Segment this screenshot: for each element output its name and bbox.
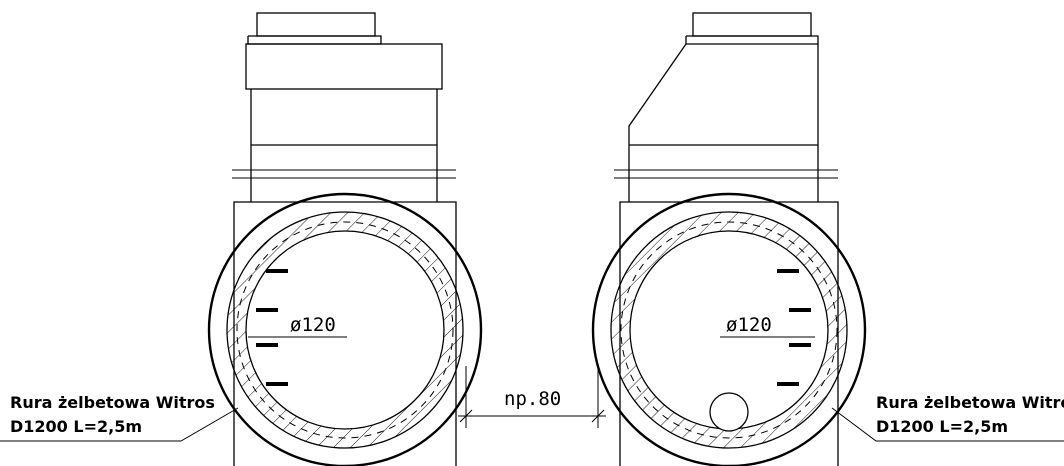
right-leader-line [831, 407, 1064, 442]
right-diameter-label: ø120 [726, 314, 772, 336]
dim-tick-left [459, 409, 473, 423]
left-well: ø120 Rura żelbetowa Witros D1200 L=2,5m [0, 12, 483, 466]
right-cap-rim [685, 35, 819, 45]
left-ladder-rungs [256, 269, 288, 386]
right-pipe-outer [610, 211, 848, 449]
right-pipe-label-line2: D1200 L=2,5m [876, 417, 1008, 436]
left-cap-rim [247, 35, 382, 45]
left-head [245, 43, 443, 90]
right-outer-ring [591, 192, 867, 466]
left-cap-top [256, 12, 376, 37]
right-pipe-label-line1: Rura żelbetowa Witros [876, 393, 1064, 412]
right-cap-top [692, 12, 812, 37]
left-pipe-wall-hatch [227, 212, 464, 448]
spacing-label: np.80 [504, 388, 561, 410]
left-pipe-outer [226, 211, 464, 449]
left-outer-ring [207, 192, 483, 466]
right-head-slant [628, 43, 687, 202]
left-pipe-label-line1: Rura żelbetowa Witros [10, 393, 215, 412]
left-pipe-label-line2: D1200 L=2,5m [10, 417, 142, 436]
left-diameter-label: ø120 [290, 314, 336, 336]
left-pipe-inner [245, 230, 445, 430]
right-well: ø120 Rura żelbetowa Witros D1200 L=2,5m [591, 12, 1064, 466]
right-ladder-rungs [777, 269, 811, 386]
dim-tick-right [591, 409, 605, 423]
right-pipe-centerline [620, 221, 838, 439]
right-outlet-pipe [709, 392, 749, 432]
left-leader-line [0, 407, 239, 442]
spacing-dimension: np.80 [458, 366, 606, 428]
left-pipe-centerline [236, 221, 454, 439]
